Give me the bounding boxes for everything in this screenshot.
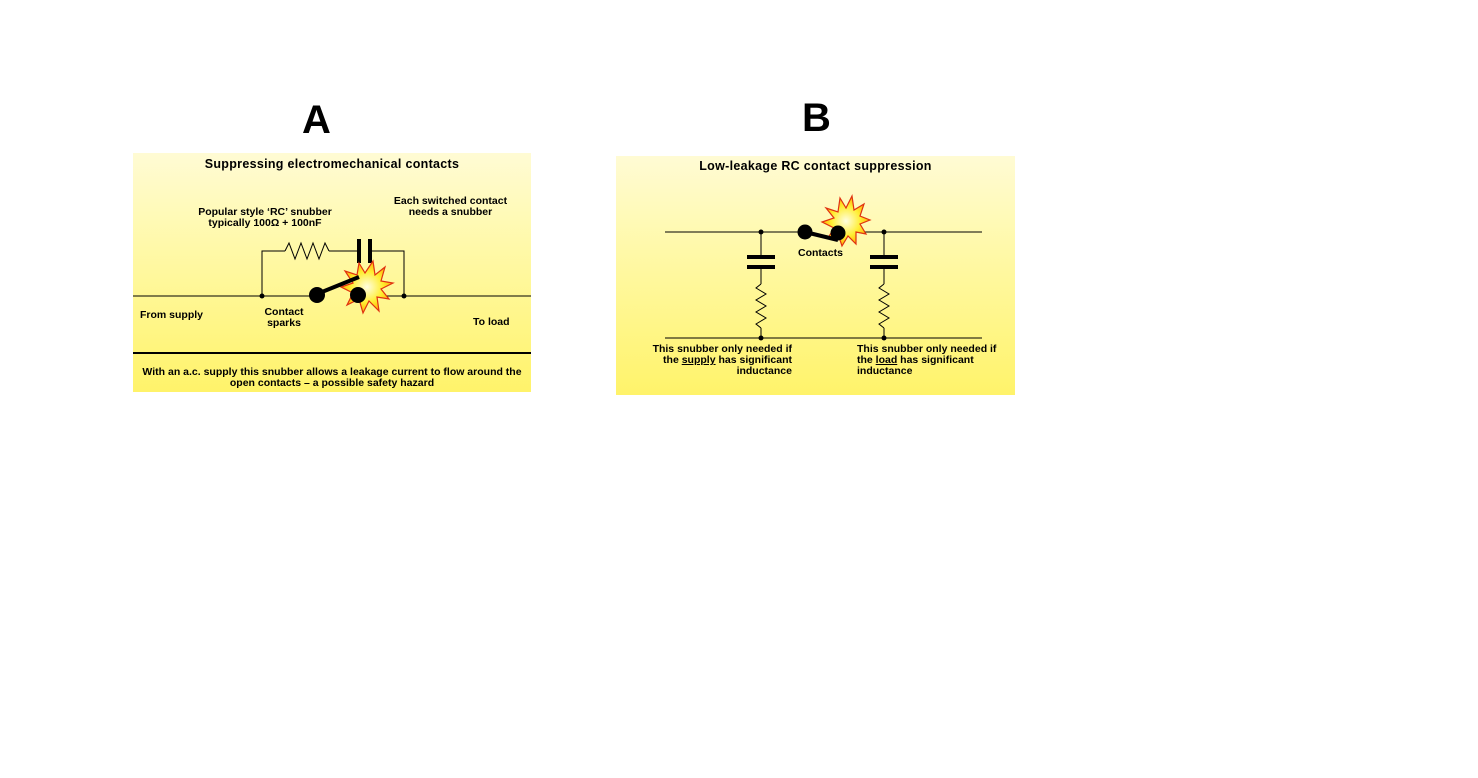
right-junction-top bbox=[881, 229, 887, 235]
panel-a-circuit bbox=[133, 239, 531, 354]
right-junction-bottom bbox=[881, 335, 887, 341]
junction-dot-right bbox=[401, 293, 407, 299]
resistor-a bbox=[284, 241, 330, 261]
contact-fixed-left bbox=[797, 224, 813, 240]
left-junction-bottom bbox=[758, 335, 764, 341]
contacts-label: Contacts bbox=[798, 247, 843, 259]
warning-note: With an a.c. supply this snubber allows … bbox=[142, 366, 522, 389]
panel-b-letter: B bbox=[802, 96, 831, 140]
to-load-label: To load bbox=[473, 316, 510, 328]
panel-b-circuit bbox=[665, 194, 982, 341]
panel-b-title: Low-leakage RC contact suppression bbox=[699, 159, 932, 173]
left-junction-top bbox=[758, 229, 764, 235]
contact-sparks-label: Contact sparks bbox=[264, 306, 304, 329]
right-resistor bbox=[878, 283, 890, 329]
snubber-label: Popular style ‘RC’ snubber typically 100… bbox=[198, 206, 332, 229]
each-contact-label: Each switched contact needs a snubber bbox=[393, 195, 508, 218]
contact-fixed-left bbox=[309, 287, 325, 303]
panel-a: Suppressing electromechanical contacts P… bbox=[133, 153, 531, 392]
spark-icon bbox=[339, 259, 395, 315]
contact-fixed-right bbox=[350, 287, 366, 303]
right-snubber-note: This snubber only needed if the load has… bbox=[857, 343, 997, 377]
snubber-wire-right bbox=[372, 250, 405, 296]
panel-a-letter: A bbox=[302, 98, 331, 142]
contact-fixed-right bbox=[830, 225, 846, 241]
left-snubber-note: This snubber only needed if the supply h… bbox=[652, 343, 792, 377]
left-resistor bbox=[755, 283, 767, 329]
junction-dot-left bbox=[259, 293, 265, 299]
panel-b: Low-leakage RC contact suppression Conta… bbox=[616, 156, 1015, 395]
panel-a-title: Suppressing electromechanical contacts bbox=[204, 157, 460, 171]
snubber-wire bbox=[261, 250, 285, 296]
from-supply-label: From supply bbox=[140, 309, 204, 321]
